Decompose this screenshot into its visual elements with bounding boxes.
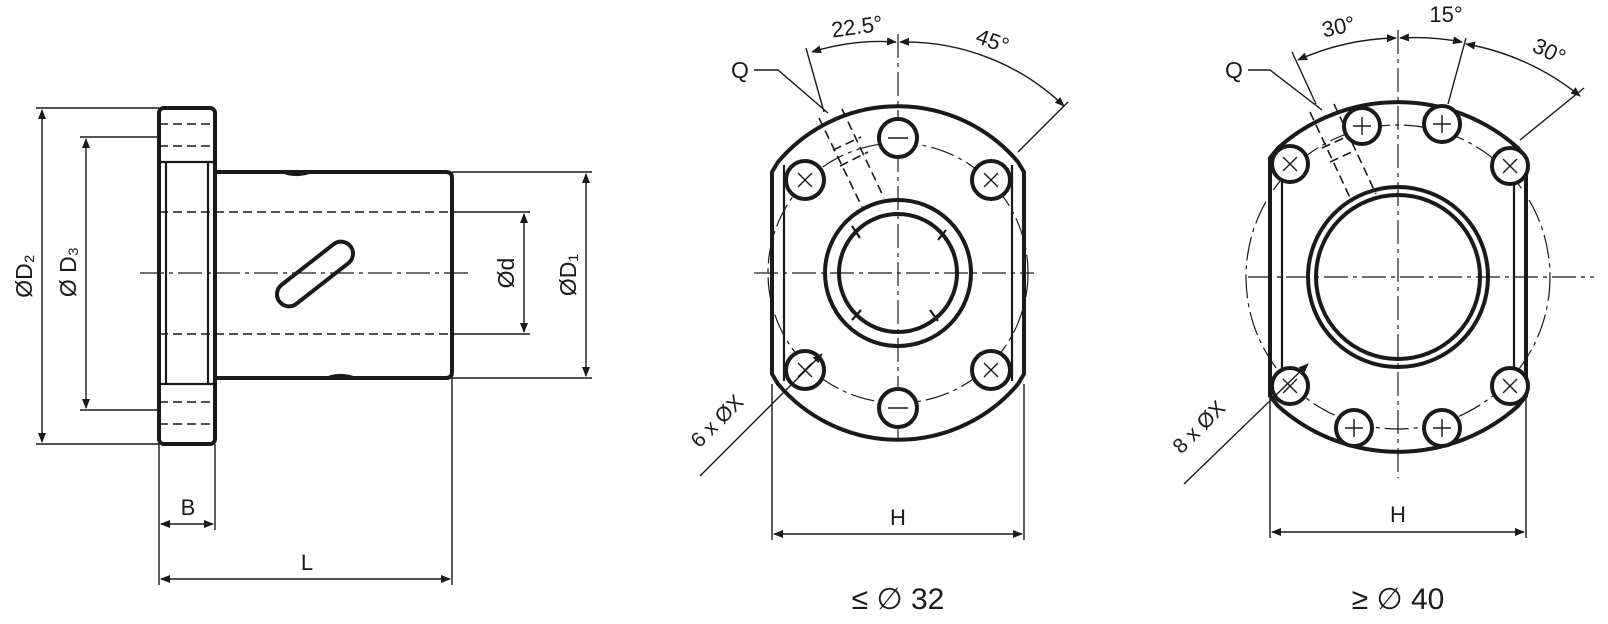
large-angle-ext-a [1291, 51, 1317, 105]
large-hole-1-mark [1353, 117, 1371, 135]
large-bore-inner [1314, 193, 1482, 361]
large-angle-ext-b [1447, 37, 1467, 105]
label-d2: ØD₂ [11, 254, 37, 297]
large-angle-c-label: 30° [1529, 33, 1570, 70]
large-hole-6-mark [1502, 378, 1518, 394]
large-port-hidden-c [1321, 135, 1349, 149]
small-q-leader [754, 69, 829, 114]
large-angle-arc-c [1465, 41, 1581, 97]
small-hole-upper-right-mark [983, 172, 999, 188]
large-hole-5-mark [1282, 378, 1298, 394]
small-hole-leader [699, 353, 823, 477]
small-bore-tick-2 [937, 229, 947, 241]
large-hole-7-mark [1345, 419, 1363, 437]
front-view-small: 22.5° 45° Q 6 x ØX H ≤ ∅ 32 [687, 11, 1069, 616]
small-bore-tick-4 [929, 309, 939, 322]
body-outline [215, 170, 454, 380]
label-l: L [301, 550, 313, 575]
small-q-label: Q [731, 57, 749, 83]
small-angle-arc-a [811, 37, 897, 54]
small-bore-inner [837, 212, 959, 334]
large-hole-3-mark [1282, 156, 1298, 172]
seal-groove-bottom [325, 373, 357, 380]
front-view-large: 30° 15° 30° Q 8 x ØX H ≥ ∅ 40 [1169, 2, 1594, 616]
small-hole-label: 6 x ØX [687, 391, 749, 453]
large-q-label: Q [1225, 57, 1243, 83]
large-angle-arc-b [1399, 33, 1463, 45]
flange-outline [157, 106, 217, 446]
small-port-hidden-c [832, 136, 862, 151]
small-h-label: H [890, 505, 906, 530]
small-angle-b-label: 45° [973, 24, 1013, 59]
small-bore-tick-3 [851, 309, 862, 321]
large-bolt-holes [1270, 104, 1530, 448]
small-hole-lower-right-mark [983, 362, 999, 378]
large-angle-b-label: 15° [1429, 2, 1462, 27]
small-port-hidden-d [839, 151, 869, 167]
large-q-leader [1248, 69, 1323, 111]
large-port-hidden-a [1309, 111, 1353, 203]
lube-slot [274, 239, 356, 309]
small-bore-tick-1 [851, 225, 861, 239]
small-bore-outer [823, 198, 973, 348]
large-bore-outer [1306, 185, 1490, 369]
large-hole-4-mark [1502, 158, 1518, 174]
large-port-hidden-b [1333, 103, 1377, 195]
large-h-label: H [1390, 502, 1406, 527]
small-hole-upper-left-mark [797, 172, 813, 188]
seal-groove-top [281, 170, 313, 177]
small-angle-ext-b [1017, 101, 1069, 153]
label-d1: ØD₁ [555, 254, 581, 297]
small-bolt-holes [784, 117, 1012, 429]
large-angle-arc-a [1297, 34, 1397, 61]
label-d: Ød [493, 258, 519, 289]
large-bolt-circle [1245, 124, 1551, 430]
large-angle-ext-c [1519, 87, 1585, 141]
label-b: B [181, 495, 196, 520]
large-flange-outline [1268, 100, 1528, 454]
small-angle-arc-b [899, 37, 1065, 107]
small-angle-ext-a [805, 47, 825, 113]
small-angle-a-label: 22.5° [830, 11, 885, 43]
large-angle-a-label: 30° [1320, 11, 1358, 42]
small-port-hidden-b [841, 108, 885, 199]
large-hole-leader [1183, 363, 1309, 485]
small-port-hidden-a [818, 117, 863, 208]
small-caption: ≤ ∅ 32 [852, 583, 945, 616]
small-flange-outline [770, 104, 1026, 442]
large-hole-8-mark [1433, 419, 1451, 437]
side-view: ØD₂ Ø D₃ Ød ØD₁ B L [11, 106, 592, 585]
large-hole-2-mark [1433, 115, 1451, 133]
large-caption: ≥ ∅ 40 [1352, 583, 1445, 616]
small-hole-lower-left-mark [797, 362, 813, 378]
large-port-hidden-d [1329, 149, 1357, 163]
label-d3: Ø D₃ [55, 247, 81, 297]
